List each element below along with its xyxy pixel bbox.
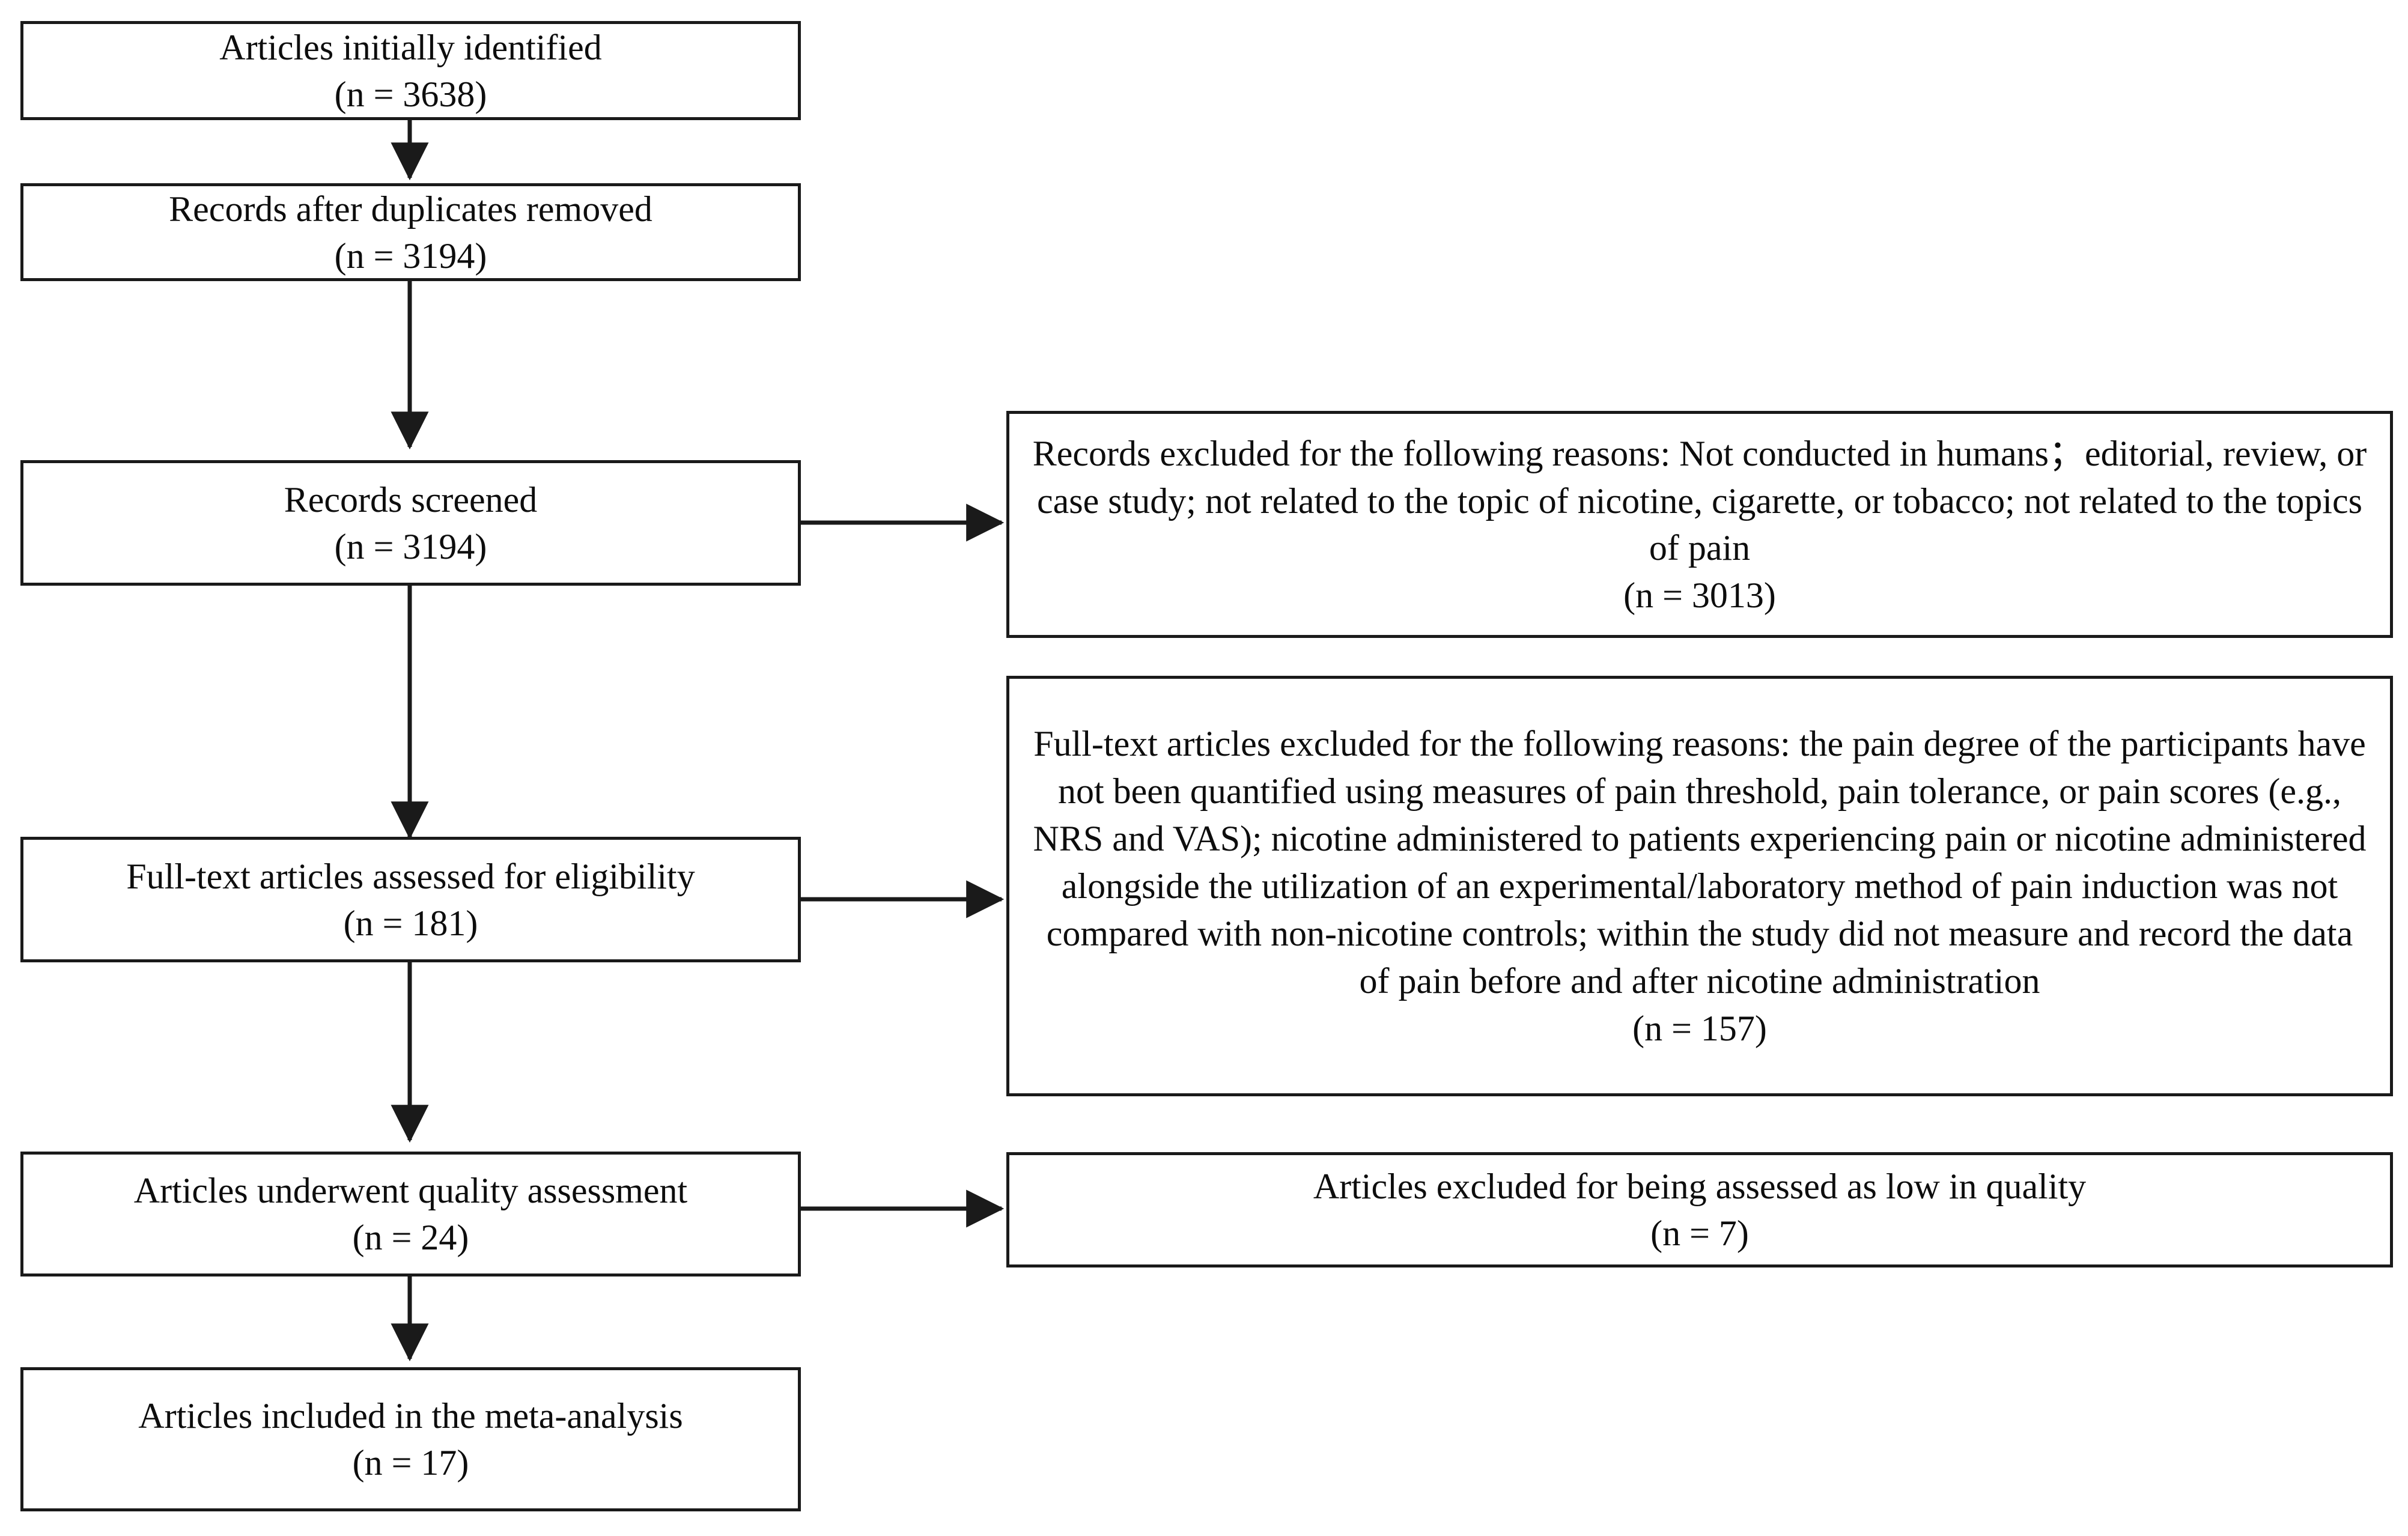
node-articles-included-in-meta-analysis[interactable]: Articles included in the meta-analysis (… <box>20 1367 801 1511</box>
node-count: (n = 24) <box>352 1218 469 1257</box>
node-records-excluded[interactable]: Records excluded for the following reaso… <box>1006 411 2393 638</box>
node-count: (n = 157) <box>1632 1008 1767 1048</box>
node-count: (n = 3194) <box>334 526 487 566</box>
node-label: Full-text articles assessed for eligibil… <box>126 856 695 896</box>
node-fulltext-articles-excluded[interactable]: Full-text articles excluded for the foll… <box>1006 676 2393 1096</box>
node-label: Articles included in the meta-analysis <box>138 1396 683 1436</box>
node-count: (n = 181) <box>343 903 478 943</box>
node-label: Articles underwent quality assessment <box>133 1171 688 1210</box>
node-records-screened[interactable]: Records screened (n = 3194) <box>20 460 801 586</box>
node-count: (n = 3638) <box>334 74 487 114</box>
node-count: (n = 3194) <box>334 235 487 276</box>
node-body: Full-text articles excluded for the foll… <box>1033 724 2367 1001</box>
node-label: Records screened <box>284 479 538 520</box>
node-count: (n = 7) <box>1650 1213 1749 1253</box>
node-label: Records after duplicates removed <box>169 189 652 229</box>
node-articles-underwent-quality-assessment[interactable]: Articles underwent quality assessment (n… <box>20 1152 801 1276</box>
node-count: (n = 3013) <box>1623 575 1776 616</box>
node-count: (n = 17) <box>352 1443 469 1483</box>
node-records-after-duplicates-removed[interactable]: Records after duplicates removed (n = 31… <box>20 183 801 281</box>
node-body: Articles excluded for being assessed as … <box>1313 1167 2087 1206</box>
node-label: Articles initially identified <box>219 27 602 67</box>
node-articles-initially-identified[interactable]: Articles initially identified (n = 3638) <box>20 21 801 120</box>
node-body: Records excluded for the following reaso… <box>1032 433 2367 568</box>
node-fulltext-assessed-for-eligibility[interactable]: Full-text articles assessed for eligibil… <box>20 837 801 962</box>
node-articles-excluded-low-quality[interactable]: Articles excluded for being assessed as … <box>1006 1152 2393 1267</box>
